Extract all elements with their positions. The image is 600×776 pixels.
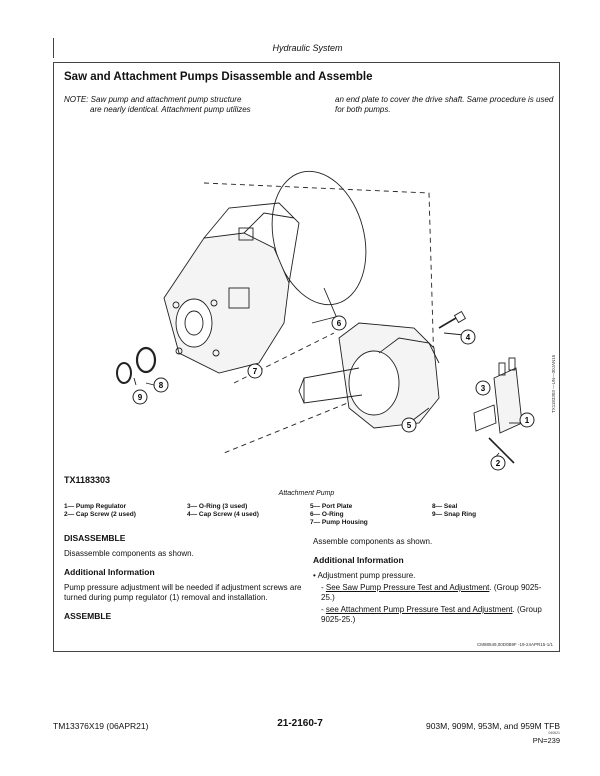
note-right: an end plate to cover the drive shaft. S…: [335, 95, 554, 114]
footer-pn: PN=239: [532, 736, 560, 745]
legend-item: 2— Cap Screw (2 used): [64, 511, 136, 518]
attachment-pump-test-link[interactable]: see Attachment Pump Pressure Test and Ad…: [325, 605, 513, 614]
callout-9: 9: [132, 389, 148, 405]
svg-text:8: 8: [159, 381, 164, 390]
reference-item: - See Saw Pump Pressure Test and Adjustm…: [321, 583, 542, 602]
callout-4: 4: [460, 329, 476, 345]
figure-side-id: TX1183303 —UN—30JAN15: [551, 354, 556, 413]
callout-1: 1: [519, 412, 535, 428]
footer-model-list: 903M, 909M, 953M, and 959M TFB: [425, 721, 560, 731]
assemble-heading: ASSEMBLE: [64, 611, 112, 621]
additional-info-heading: Additional Information: [64, 567, 155, 577]
note-left: NOTE: Saw pump and attachment pump struc…: [64, 95, 314, 115]
svg-text:4: 4: [466, 333, 471, 342]
legend-item: 4— Cap Screw (4 used): [187, 511, 259, 518]
callout-5: 5: [401, 417, 417, 433]
svg-text:6: 6: [337, 319, 342, 328]
group-ref: . (Group 9025-25.): [321, 605, 542, 624]
disassemble-heading: DISASSEMBLE: [64, 533, 126, 543]
note-line-2: are nearly identical. Attachment pump ut…: [90, 105, 251, 114]
footer-date: 040621: [548, 731, 560, 735]
callout-8: 8: [153, 377, 169, 393]
legend-column-2: 3— O-Ring (3 used) 4— Cap Screw (4 used): [187, 503, 259, 519]
note-line-1: NOTE: Saw pump and attachment pump struc…: [64, 95, 242, 104]
page-title: Saw and Attachment Pumps Disassemble and…: [64, 71, 373, 83]
legend-item: 7— Pump Housing: [310, 519, 368, 526]
additional-info-heading: Additional Information: [313, 555, 404, 565]
svg-text:3: 3: [481, 384, 486, 393]
legend-item: 1— Pump Regulator: [64, 503, 127, 510]
svg-text:1: 1: [525, 416, 530, 425]
additional-info-text: Pump pressure adjustment will be needed …: [64, 583, 302, 602]
exploded-view-figure: 6 7 8 9 4 5 3 1 2: [116, 170, 535, 471]
footer-manual-id: TM13376X19 (06APR21): [53, 721, 149, 731]
left-column: DISASSEMBLE Disassemble components as sh…: [64, 533, 304, 627]
callout-3: 3: [475, 380, 491, 396]
reference-id: CM88549,00D0B9F -19-24APR15-1/1: [476, 642, 553, 647]
svg-text:5: 5: [407, 421, 412, 430]
svg-text:2: 2: [496, 459, 501, 468]
callout-7: 7: [247, 363, 263, 379]
figure-label: TX1183303: [64, 475, 111, 485]
callout-6: 6: [331, 315, 347, 331]
legend-column-4: 8— Seal 9— Snap Ring: [432, 503, 476, 519]
footer-models: 903M, 909M, 953M, and 959M TFB 040621 PN…: [352, 721, 560, 746]
right-column: Assemble components as shown. Additional…: [313, 537, 553, 627]
disassemble-text: Disassemble components as shown.: [64, 549, 194, 558]
legend-column-3: 5— Port Plate 6— O-Ring 7— Pump Housing: [310, 503, 368, 527]
legend-item: 9— Snap Ring: [432, 511, 477, 518]
footer-page-number: 21-2160-7: [277, 718, 323, 729]
content-frame: Saw and Attachment Pumps Disassemble and…: [53, 62, 560, 652]
bullet-item: • Adjustment pump pressure.: [313, 571, 416, 580]
section-header-label: Hydraulic System: [272, 43, 343, 53]
svg-text:9: 9: [138, 393, 143, 402]
group-ref: . (Group 9025-25.): [321, 583, 542, 602]
legend-item: 6— O-Ring: [310, 511, 344, 518]
legend-item: 5— Port Plate: [310, 503, 353, 510]
legend-item: 3— O-Ring (3 used): [187, 503, 248, 510]
saw-pump-test-link[interactable]: See Saw Pump Pressure Test and Adjustmen…: [325, 583, 490, 592]
assemble-text: Assemble components as shown.: [313, 537, 433, 546]
figure-caption: Attachment Pump: [278, 490, 335, 497]
reference-item: - see Attachment Pump Pressure Test and …: [321, 605, 542, 624]
legend-column-1: 1— Pump Regulator 2— Cap Screw (2 used): [64, 503, 136, 519]
legend-item: 8— Seal: [432, 503, 458, 510]
callout-2: 2: [490, 455, 506, 471]
page-header: Hydraulic System: [53, 38, 561, 58]
svg-text:7: 7: [253, 367, 258, 376]
